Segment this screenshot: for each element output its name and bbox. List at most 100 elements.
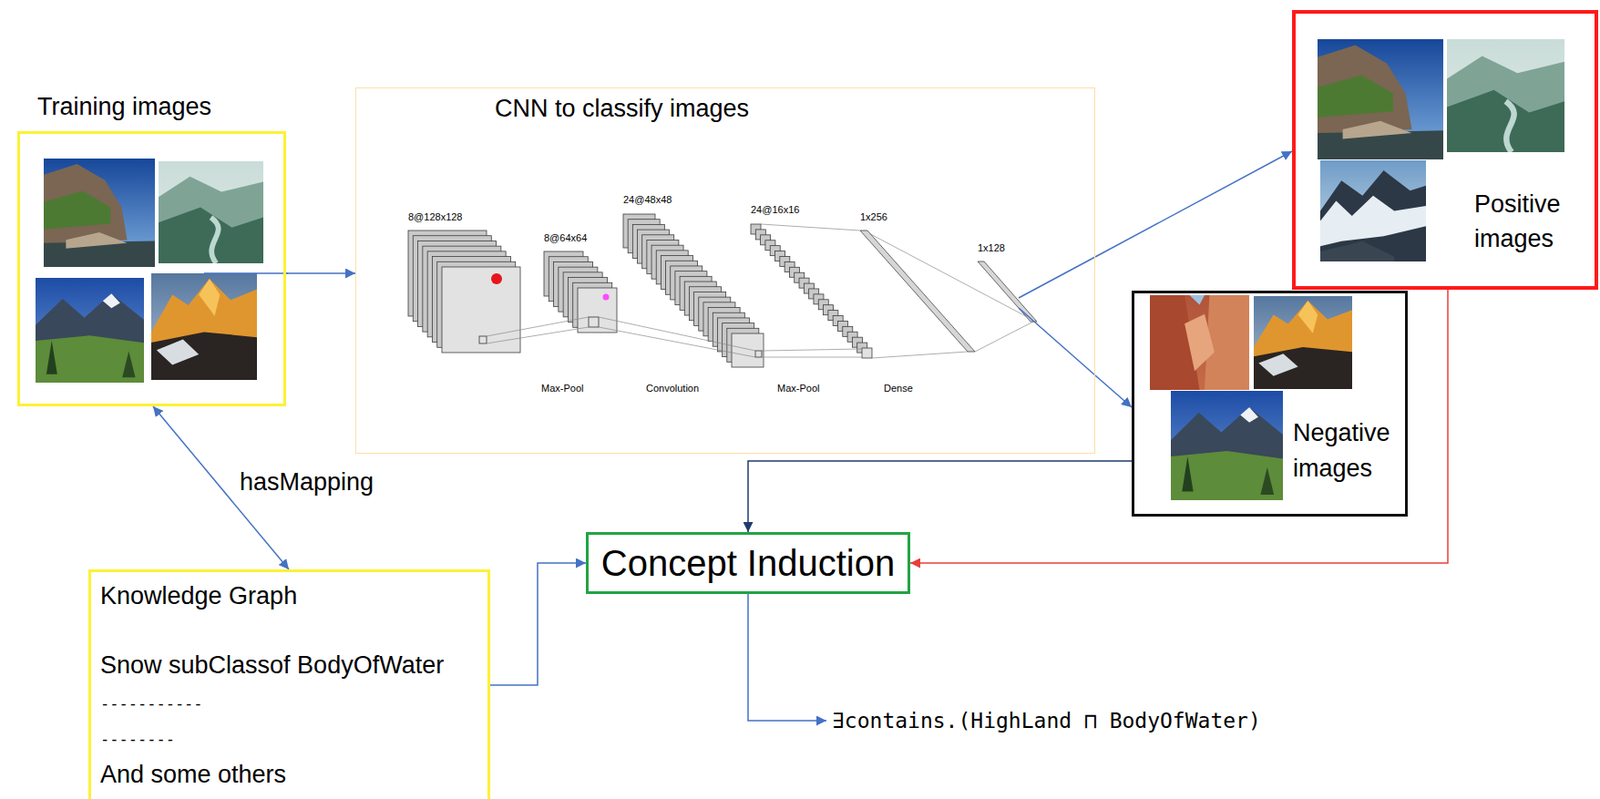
layer-size: 1x256 (860, 210, 888, 224)
box-label: Concept Induction (601, 543, 895, 584)
photo-shape (43, 191, 111, 230)
photo-shape (1181, 456, 1193, 492)
layer-link (760, 224, 861, 231)
text-slot: ----------- (100, 694, 204, 713)
landscape-photo (1253, 296, 1353, 390)
knowledge-line: ----------- (100, 694, 204, 713)
image-group-box: Training images (17, 131, 287, 407)
knowledge-line: -------- (100, 729, 175, 749)
layer-link (598, 327, 756, 358)
layer-link (486, 317, 589, 337)
layer-size: 8@128x128 (408, 210, 463, 224)
box-heading: Training images (37, 92, 212, 122)
layer-link (486, 327, 589, 344)
photo-shape (1184, 314, 1215, 371)
photo-sky (151, 273, 257, 380)
photo-shape (1253, 347, 1353, 390)
landscape-photo (1149, 295, 1250, 390)
connector-arrow (910, 289, 1448, 564)
edge-label: hasMapping (237, 467, 376, 497)
text-slot: 1x256 (860, 207, 888, 225)
landscape-photo (43, 158, 155, 267)
text-slot: 8@64x64 (543, 228, 587, 246)
landscape-photo (1317, 39, 1444, 160)
photo-shape (1189, 295, 1205, 305)
box-label: Negative images (1292, 415, 1401, 487)
process-box: Concept Induction (585, 532, 911, 595)
photo-sky (1253, 296, 1353, 390)
photo-shape (1320, 170, 1426, 262)
text-slot: 1x128 (977, 238, 1006, 256)
photo-shape (122, 351, 135, 379)
layer-size: 24@48x48 (623, 193, 672, 206)
layer-link (761, 357, 862, 359)
text-slot: ∃contains.(HighLand ⊓ BodyOfWater) (831, 707, 1262, 734)
layer-size: 24@16x16 (750, 203, 800, 216)
text-slot: 8@128x128 (408, 207, 463, 225)
knowledge-box: Knowledge GraphSnow subClassof BodyOfWat… (88, 569, 491, 799)
layer-link (871, 351, 968, 359)
text-slot: Convolution (646, 379, 699, 396)
box-label: Positive images (1474, 186, 1586, 257)
text-slot: Training images (37, 92, 212, 122)
knowledge-line: Snow subClassof BodyOfWater (100, 650, 444, 680)
layer-size: 8@64x64 (543, 231, 587, 245)
kernel-window (479, 336, 487, 344)
landscape-photo (1170, 390, 1283, 501)
arrow-tail (1018, 307, 1096, 376)
photo-shape (46, 340, 58, 375)
text-slot: Positive images (1474, 186, 1586, 257)
photo-sky (43, 158, 155, 267)
text-slot: hasMapping (237, 467, 376, 497)
feature-map (861, 348, 872, 359)
layer-link (761, 348, 862, 351)
photo-shape (35, 335, 144, 383)
text-slot: -------- (100, 729, 175, 749)
connector-arrow (1095, 151, 1293, 257)
landscape-photo (151, 273, 257, 380)
photo-sky (1446, 39, 1565, 153)
photo-shape (1317, 75, 1394, 118)
photo-shape (1240, 407, 1259, 423)
photo-shape (1446, 56, 1565, 153)
layer-link (598, 317, 756, 351)
text-slot: Negative images (1292, 415, 1401, 487)
box-heading: CNN to classify images (494, 93, 749, 124)
output-expression: ∃contains.(HighLand ⊓ BodyOfWater) (831, 707, 1262, 734)
layer-size: 1x128 (977, 241, 1006, 255)
text-slot: 24@16x16 (750, 200, 800, 217)
arrow-tail (204, 272, 288, 275)
photo-sky (1320, 160, 1426, 262)
photo-shape (158, 206, 264, 264)
photo-shape (1320, 195, 1426, 247)
result-box: Positive images (1292, 10, 1599, 290)
photo-shape (158, 176, 264, 264)
photo-shape (1317, 45, 1413, 136)
photo-shape (156, 339, 199, 366)
text-slot: Max-Pool (777, 379, 820, 396)
layer-type: Dense (883, 381, 913, 395)
landscape-photo (35, 277, 144, 383)
photo-shape (1258, 353, 1298, 377)
layer-link (863, 230, 1036, 322)
photo-sky (1149, 295, 1250, 390)
text-slot: Concept Induction (588, 543, 908, 584)
result-box: Negative images (1131, 290, 1408, 517)
photo-shape (1320, 241, 1395, 262)
photo-sky (1170, 390, 1283, 501)
output-arrow (748, 594, 827, 721)
photo-river (211, 217, 219, 264)
dense-layer (977, 261, 1037, 322)
landscape-photo (1320, 160, 1426, 262)
photo-shape (151, 331, 257, 380)
connector-arrow (1095, 375, 1132, 408)
photo-shape (102, 293, 121, 308)
photo-river (1506, 101, 1515, 153)
photo-shape (198, 278, 220, 317)
layer-link (974, 321, 1034, 352)
feature-map (731, 333, 764, 368)
connector-arrow (286, 272, 356, 275)
